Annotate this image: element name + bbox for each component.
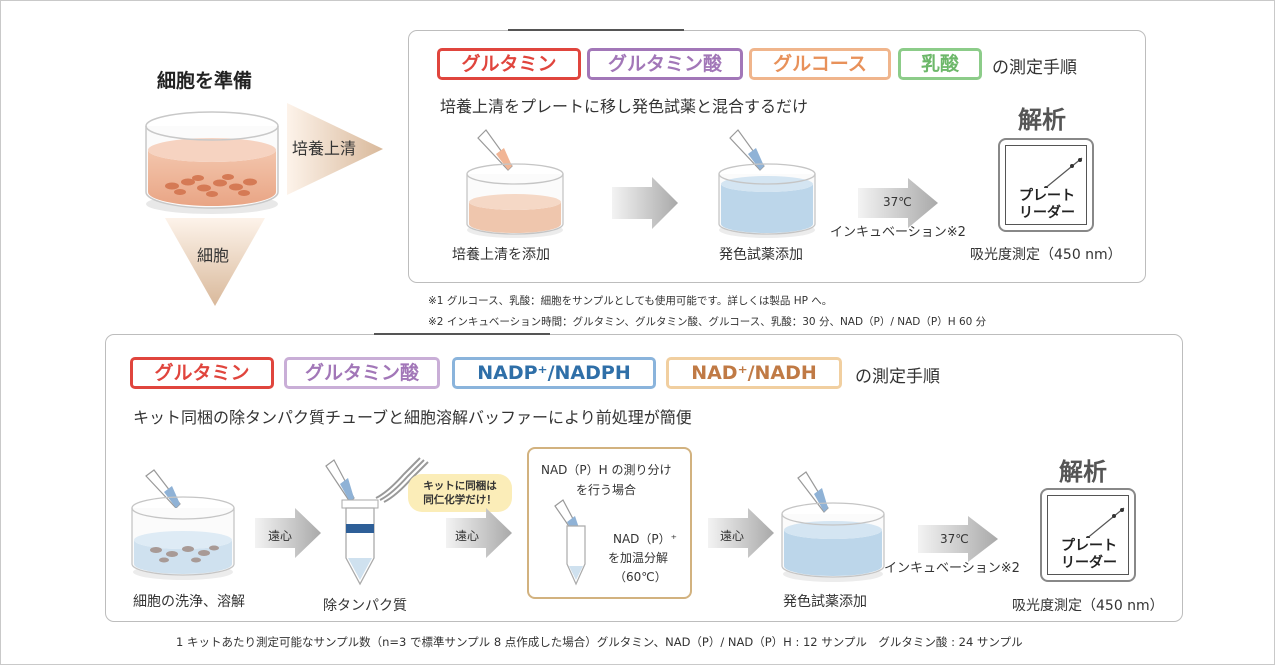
spin3-label: 遠心 bbox=[720, 529, 745, 543]
bottom-step1-label: 細胞の洗浄、溶解 bbox=[133, 594, 245, 610]
top-step1-label: 培養上清を添加 bbox=[452, 247, 550, 263]
spin1-label: 遠心 bbox=[268, 529, 293, 543]
tag-glutamine: グルタミン bbox=[130, 357, 274, 389]
bubble-line2: 同仁化学だけ！ bbox=[423, 494, 497, 506]
top-heading-suffix: の測定手順 bbox=[992, 58, 1077, 78]
tag-nad: NAD⁺/NADH bbox=[666, 357, 842, 389]
bottom-temp-label: 37℃ bbox=[940, 532, 969, 546]
supernatant-well-icon bbox=[466, 163, 564, 238]
pipette-icon bbox=[797, 471, 829, 513]
spin-arrow-icon bbox=[446, 508, 512, 558]
spin-arrow-icon bbox=[708, 508, 774, 558]
option-box-title-line2: を行う場合 bbox=[576, 483, 637, 497]
kit-included-bubble: キットに同梱は 同仁化学だけ！ bbox=[408, 474, 512, 512]
bottom-step3-label: 発色試薬添加 bbox=[783, 594, 867, 610]
top-measure-label: 吸光度測定（450 nm） bbox=[970, 247, 1122, 263]
tag-glutamine: グルタミン bbox=[437, 48, 581, 80]
cells-label: 細胞 bbox=[197, 246, 230, 265]
step-arrow-icon bbox=[612, 177, 678, 229]
plate-reader-icon: プレート リーダー bbox=[1040, 488, 1136, 582]
bottom-subtitle: キット同梱の除タンパク質チューブと細胞溶解バッファーにより前処理が簡便 bbox=[133, 408, 692, 427]
heating-tube-icon bbox=[566, 525, 586, 586]
top-subtitle: 培養上清をプレートに移し発色試薬と混合するだけ bbox=[440, 97, 809, 116]
bottom-analysis-title: 解析 bbox=[1059, 458, 1107, 486]
tag-nadp: NADP⁺/NADPH bbox=[452, 357, 656, 389]
cells-arrow-icon bbox=[165, 218, 265, 306]
reagent-well-icon bbox=[718, 163, 816, 238]
tag-glutamic-acid: グルタミン酸 bbox=[587, 48, 743, 80]
top-analysis-title: 解析 bbox=[1018, 106, 1066, 134]
reader-label: プレート リーダー bbox=[1050, 538, 1128, 572]
bubble-line1: キットに同梱は bbox=[423, 480, 497, 492]
tag-glutamic-acid: グルタミン酸 bbox=[284, 357, 440, 389]
top-incubation-label: インキュベーション※2 bbox=[830, 225, 966, 240]
incubation-arrow-icon bbox=[918, 516, 998, 562]
option-box-note-line2: を加温分解 bbox=[608, 551, 669, 565]
reader-line1: プレート bbox=[1061, 538, 1117, 554]
reagent-well-icon bbox=[781, 502, 885, 582]
note-2: ※2 インキュベーション時間：グルタミン、グルタミン酸、グルコース、乳酸：30 … bbox=[428, 316, 987, 328]
top-panel-accent-line bbox=[508, 29, 684, 31]
incubation-arrow-icon bbox=[858, 178, 938, 228]
nadph-option-box bbox=[527, 447, 692, 599]
bottom-incubation-label: インキュベーション※2 bbox=[884, 561, 1020, 576]
option-box-note-line3: （60℃） bbox=[614, 570, 667, 584]
tag-lactic-acid: 乳酸 bbox=[898, 48, 982, 80]
deproteinization-tube-icon bbox=[341, 499, 379, 586]
bottom-panel-accent-line bbox=[374, 333, 550, 335]
bottom-heading-suffix: の測定手順 bbox=[855, 367, 940, 387]
option-box-title-line1: NAD（P）H の測り分け bbox=[541, 463, 672, 477]
top-step2-label: 発色試薬添加 bbox=[719, 247, 803, 263]
bottom-measure-label: 吸光度測定（450 nm） bbox=[1012, 598, 1164, 614]
spin2-label: 遠心 bbox=[455, 529, 480, 543]
culture-dish-icon bbox=[145, 111, 279, 214]
reader-line2: リーダー bbox=[1019, 205, 1075, 221]
pipette-icon bbox=[325, 459, 355, 503]
bottom-step2-label: 除タンパク質 bbox=[323, 598, 407, 614]
cell-lysis-well-icon bbox=[131, 496, 235, 580]
plate-reader-icon: プレート リーダー bbox=[998, 138, 1094, 232]
reader-label: プレート リーダー bbox=[1008, 188, 1086, 222]
tag-glucose: グルコース bbox=[749, 48, 891, 80]
reader-line2: リーダー bbox=[1061, 555, 1117, 571]
prep-title: 細胞を準備 bbox=[157, 70, 253, 92]
note-1: ※1 グルコース、乳酸：細胞をサンプルとしても使用可能です。詳しくは製品 HP … bbox=[428, 295, 833, 307]
supernatant-label: 培養上清 bbox=[292, 139, 357, 158]
footer-note: 1 キットあたり測定可能なサンプル数（n=3 で標準サンプル 8 点作成した場合… bbox=[176, 635, 1023, 649]
reader-line1: プレート bbox=[1019, 188, 1075, 204]
option-box-note-line1: NAD（P）⁺ bbox=[613, 532, 677, 546]
top-temp-label: 37℃ bbox=[883, 195, 912, 209]
spin-arrow-icon bbox=[255, 508, 321, 558]
supernatant-arrow-icon bbox=[287, 103, 383, 195]
